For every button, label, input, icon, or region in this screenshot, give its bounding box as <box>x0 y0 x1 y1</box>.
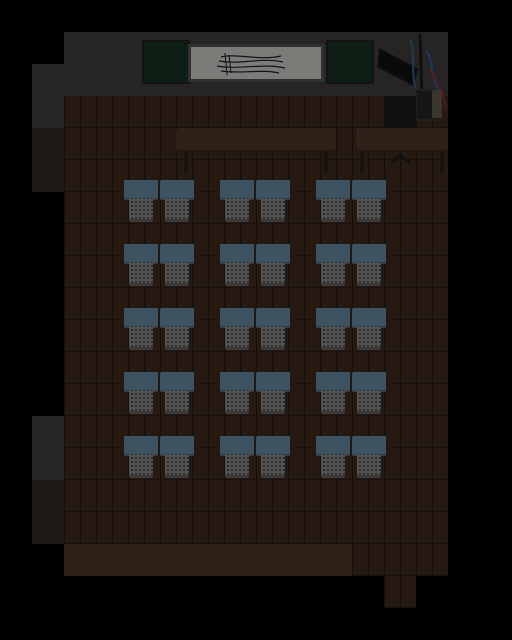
student-chair[interactable] <box>129 326 153 350</box>
student-chair[interactable] <box>129 390 153 414</box>
student-desk[interactable] <box>256 308 290 328</box>
floor-outlet <box>384 96 416 128</box>
student-desk[interactable] <box>124 436 158 456</box>
tv-icon <box>374 44 422 90</box>
student-chair[interactable] <box>357 454 381 478</box>
student-desk[interactable] <box>352 308 386 328</box>
student-desk[interactable] <box>220 180 254 200</box>
student-chair[interactable] <box>165 198 189 222</box>
student-chair[interactable] <box>357 262 381 286</box>
student-chair[interactable] <box>321 454 345 478</box>
student-desk[interactable] <box>316 436 350 456</box>
student-chair[interactable] <box>165 390 189 414</box>
student-desk[interactable] <box>220 436 254 456</box>
student-chair[interactable] <box>225 198 249 222</box>
floor-exit <box>384 544 416 608</box>
left-wall-upper <box>32 64 64 128</box>
student-desk[interactable] <box>256 436 290 456</box>
student-desk[interactable] <box>160 372 194 392</box>
student-chair[interactable] <box>321 390 345 414</box>
student-chair[interactable] <box>357 326 381 350</box>
student-desk[interactable] <box>160 308 194 328</box>
student-chair[interactable] <box>261 262 285 286</box>
teacher-desk-left <box>176 128 336 152</box>
student-desk[interactable] <box>124 244 158 264</box>
teacher-desk-right <box>356 128 448 152</box>
student-desk[interactable] <box>160 436 194 456</box>
student-chair[interactable] <box>261 390 285 414</box>
student-desk[interactable] <box>352 244 386 264</box>
student-chair[interactable] <box>225 262 249 286</box>
wooden-floor <box>64 96 448 576</box>
desk-leg <box>360 152 364 174</box>
student-desk[interactable] <box>124 308 158 328</box>
student-desk[interactable] <box>352 372 386 392</box>
desk-leg <box>184 152 188 174</box>
student-desk[interactable] <box>256 372 290 392</box>
student-desk[interactable] <box>316 308 350 328</box>
student-desk[interactable] <box>316 244 350 264</box>
student-desk[interactable] <box>256 244 290 264</box>
blackboard-right <box>326 40 374 84</box>
student-chair[interactable] <box>129 454 153 478</box>
student-chair[interactable] <box>129 262 153 286</box>
scribble-icon <box>216 52 286 76</box>
student-desk[interactable] <box>124 180 158 200</box>
student-desk[interactable] <box>220 372 254 392</box>
student-desk[interactable] <box>316 180 350 200</box>
student-desk[interactable] <box>124 372 158 392</box>
student-desk[interactable] <box>352 180 386 200</box>
desk-leg <box>324 152 328 174</box>
student-desk[interactable] <box>220 308 254 328</box>
student-chair[interactable] <box>357 390 381 414</box>
student-chair[interactable] <box>165 454 189 478</box>
student-desk[interactable] <box>160 244 194 264</box>
wall-tv[interactable] <box>374 38 428 90</box>
student-chair[interactable] <box>225 454 249 478</box>
student-chair[interactable] <box>261 454 285 478</box>
whiteboard <box>188 44 324 82</box>
back-bench <box>64 544 352 576</box>
left-wall-lower-dark <box>32 480 64 544</box>
student-chair[interactable] <box>225 390 249 414</box>
cable-icon <box>402 33 447 121</box>
student-desk[interactable] <box>352 436 386 456</box>
student-chair[interactable] <box>321 198 345 222</box>
student-chair[interactable] <box>261 326 285 350</box>
left-wall-dark <box>32 128 64 192</box>
student-chair[interactable] <box>165 262 189 286</box>
student-chair[interactable] <box>261 198 285 222</box>
student-chair[interactable] <box>357 198 381 222</box>
student-chair[interactable] <box>129 198 153 222</box>
student-chair[interactable] <box>321 262 345 286</box>
student-desk[interactable] <box>160 180 194 200</box>
left-wall-lower <box>32 416 64 480</box>
student-desk[interactable] <box>220 244 254 264</box>
desk-leg <box>440 152 444 174</box>
blackboard-left <box>142 40 190 84</box>
student-chair[interactable] <box>165 326 189 350</box>
student-desk[interactable] <box>256 180 290 200</box>
student-chair[interactable] <box>321 326 345 350</box>
student-chair[interactable] <box>225 326 249 350</box>
floor-item-icon <box>391 154 411 164</box>
student-desk[interactable] <box>316 372 350 392</box>
